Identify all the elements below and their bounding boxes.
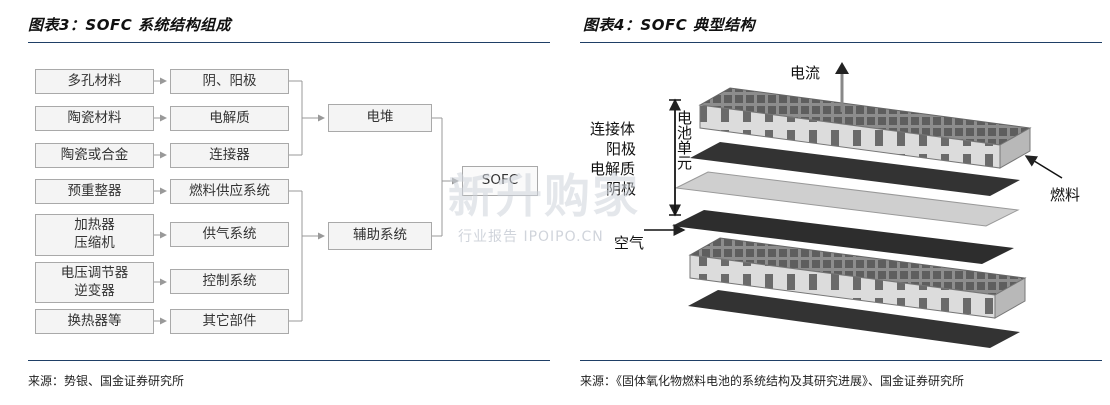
right-bottom-rule — [580, 360, 1102, 361]
component-box-regulator-inverter: 电压调节器 逆变器 — [35, 262, 154, 303]
interconnect-label: 连接体 — [590, 120, 635, 138]
cell-unit-label: 电池单元 — [675, 110, 693, 171]
right-title-rule — [580, 42, 1102, 43]
part-box-control: 控制系统 — [170, 269, 289, 294]
left-bottom-rule — [28, 360, 550, 361]
air-label: 空气 — [614, 234, 644, 252]
electrolyte-label: 电解质 — [590, 160, 635, 178]
aux-system-box: 辅助系统 — [328, 222, 432, 250]
current-arrow — [835, 62, 849, 112]
right-figure-title: 图表4：SOFC 典型结构 — [583, 16, 755, 34]
cathode-label: 阴极 — [606, 180, 636, 198]
right-source-note: 来源：《固体氧化物燃料电池的系统结构及其研究进展》、国金证券研究所 — [580, 374, 965, 388]
sofc-cell-structure-illustration: 电流 连接体 阳极 电解质 阴极 电池单元 燃料 空气 — [590, 62, 1080, 348]
cathode-layer — [690, 142, 1020, 196]
electrolyte-layer — [674, 171, 1020, 227]
sofc-box: SOFC — [462, 166, 538, 196]
part-box-electrolyte: 电解质 — [170, 106, 289, 131]
part-box-other: 其它部件 — [170, 309, 289, 334]
part-box-air-supply: 供气系统 — [170, 222, 289, 247]
left-source-note: 来源：势银、国金证券研究所 — [28, 374, 185, 388]
component-box-heat-exchanger: 换热器等 — [35, 309, 154, 334]
stack-box: 电堆 — [328, 104, 432, 132]
upper-interconnect — [698, 87, 1032, 169]
part-box-fuel-supply: 燃料供应系统 — [170, 179, 289, 204]
lower-interconnect — [688, 237, 1027, 319]
bottom-layer — [688, 290, 1020, 348]
current-label: 电流 — [790, 64, 820, 82]
component-box-heater-compressor: 加热器 压缩机 — [35, 214, 154, 256]
anode-layer — [672, 210, 1014, 264]
flow-connectors — [154, 77, 459, 325]
cell-bracket — [669, 98, 681, 217]
fuel-arrow — [1024, 155, 1063, 179]
left-title-rule — [28, 42, 550, 43]
component-box-prereformer: 预重整器 — [35, 179, 154, 204]
left-figure-title: 图表3：SOFC 系统结构组成 — [28, 16, 231, 34]
part-box-electrodes: 阴、阳极 — [170, 69, 289, 94]
part-box-interconnect: 连接器 — [170, 143, 289, 168]
fuel-label: 燃料 — [1050, 186, 1080, 204]
material-box-ceramic: 陶瓷材料 — [35, 106, 154, 131]
anode-label: 阳极 — [606, 140, 636, 158]
material-box-porous: 多孔材料 — [35, 69, 154, 94]
material-box-ceramic-alloy: 陶瓷或合金 — [35, 143, 154, 168]
